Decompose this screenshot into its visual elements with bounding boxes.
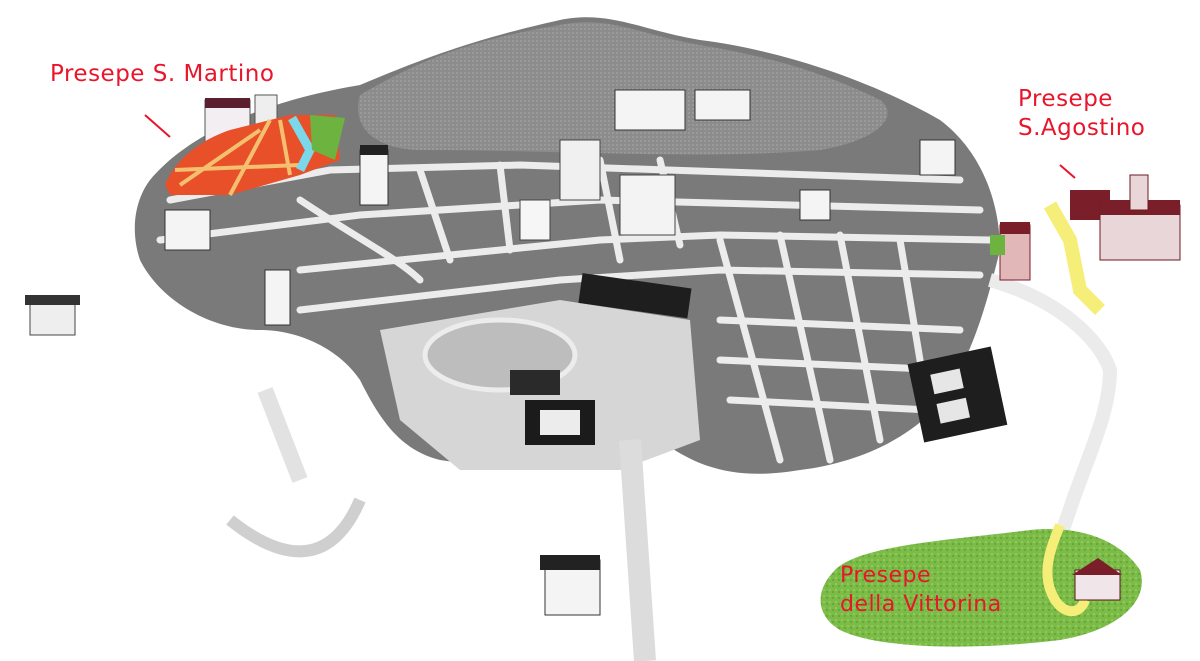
label-line: Presepe S. Martino — [50, 61, 275, 87]
label-line: Presepe — [840, 563, 931, 588]
open-spaces — [257, 273, 1118, 661]
label-line: Presepe — [1018, 86, 1113, 112]
presepe-s-martino-label[interactable]: Presepe S. Martino — [50, 60, 274, 89]
label-line: S.Agostino — [1018, 115, 1146, 141]
presepe-della-vittorina-label[interactable]: Presepe della Vittorina — [840, 561, 1002, 619]
vittorina-zone — [820, 523, 1142, 647]
buildings — [25, 89, 1008, 616]
martino-zone — [144, 114, 345, 196]
agostino-zone — [990, 164, 1181, 315]
label-line: della Vittorina — [840, 592, 1002, 617]
presepe-s-agostino-label[interactable]: Presepe S.Agostino — [1018, 85, 1145, 143]
